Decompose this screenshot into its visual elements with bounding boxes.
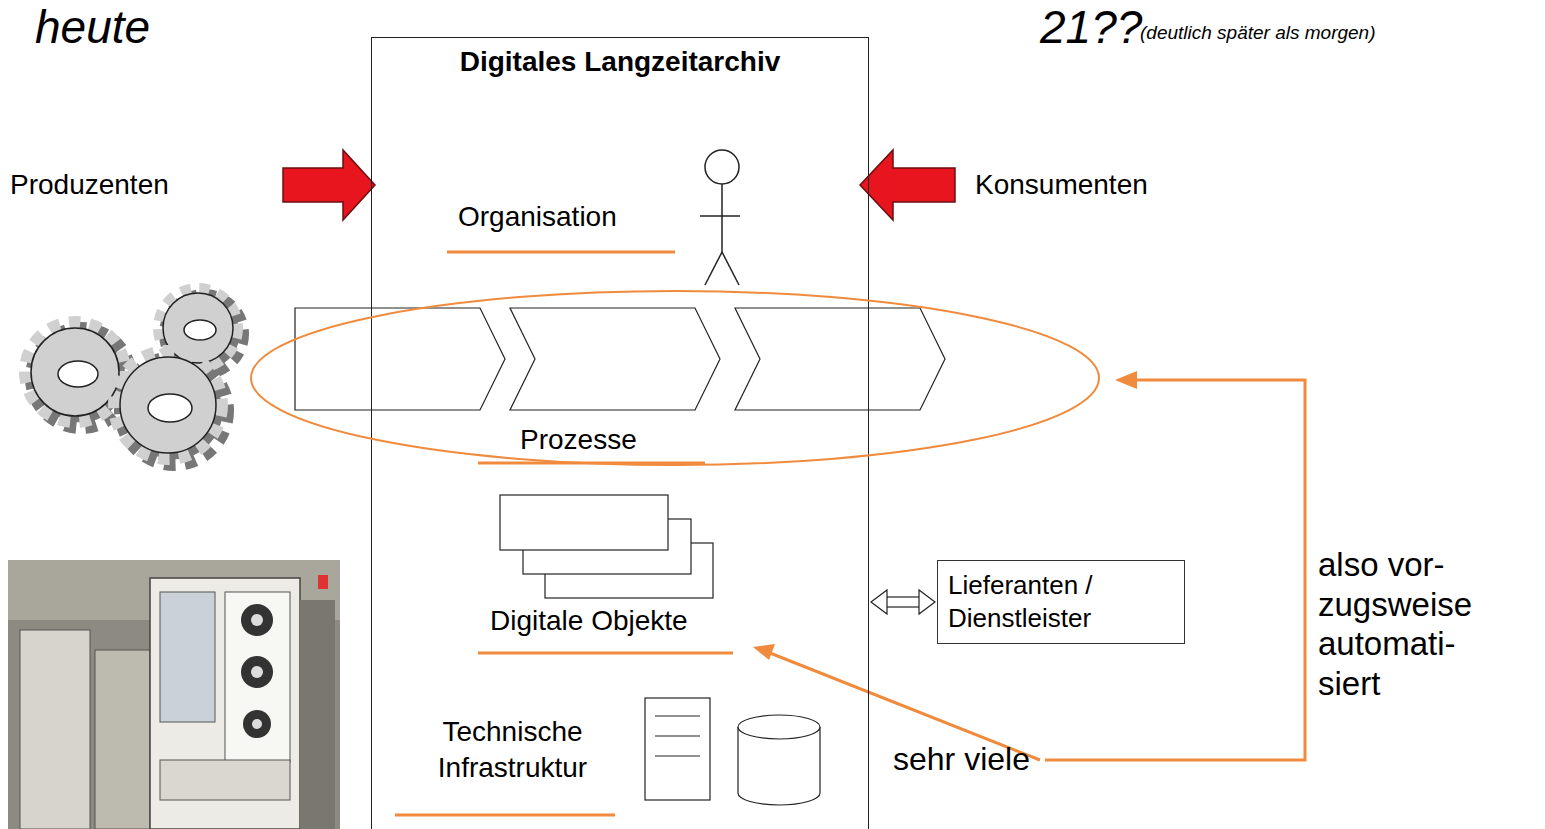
machine-photo bbox=[95, 650, 150, 829]
machine-photo bbox=[8, 560, 340, 829]
stick-figure bbox=[700, 215, 740, 217]
ellipse-outline bbox=[250, 290, 1100, 466]
machine-photo bbox=[241, 656, 273, 688]
stick-figure bbox=[721, 184, 723, 252]
orange-underlines bbox=[395, 814, 615, 817]
machine-photo bbox=[243, 710, 271, 738]
orange-underlines bbox=[395, 252, 733, 815]
component-label: Organisation bbox=[458, 200, 617, 234]
gears bbox=[31, 328, 119, 416]
server-icons bbox=[645, 698, 820, 805]
gears bbox=[184, 320, 216, 340]
server-icons bbox=[645, 698, 710, 800]
server-icons bbox=[655, 735, 700, 736]
gears bbox=[148, 394, 192, 422]
process-chevrons bbox=[295, 308, 945, 410]
double-arrow bbox=[887, 596, 919, 597]
machine-photo bbox=[241, 604, 273, 636]
gears bbox=[116, 353, 220, 457]
node-text: Prozesse bbox=[520, 424, 637, 456]
machine-photo bbox=[251, 614, 263, 626]
machine-photo bbox=[8, 560, 340, 829]
object-stack bbox=[500, 495, 668, 550]
orange-underlines bbox=[447, 251, 675, 254]
input-arrows bbox=[283, 150, 375, 220]
process-chevrons bbox=[510, 308, 720, 410]
input-arrows bbox=[283, 150, 955, 220]
double-arrow bbox=[887, 606, 919, 607]
gears bbox=[120, 357, 216, 453]
node-text: Digitales Langzeitarchiv bbox=[372, 46, 868, 78]
machine-photo bbox=[318, 575, 328, 589]
machine-photo bbox=[160, 592, 215, 722]
double-arrow bbox=[871, 590, 935, 614]
component-label: Technische Infrastruktur bbox=[405, 714, 620, 787]
process-ellipse: Prozesse bbox=[250, 290, 1100, 466]
machine-photo bbox=[300, 600, 335, 829]
machine-photo bbox=[160, 760, 290, 800]
stick-figure bbox=[705, 150, 739, 184]
note-label: also vor- zugsweise automati- siert bbox=[1318, 545, 1493, 703]
stick-figure bbox=[700, 150, 740, 285]
process-chevrons bbox=[735, 308, 945, 410]
double-arrow bbox=[919, 590, 935, 614]
stick-figure bbox=[722, 252, 739, 285]
machine-photo bbox=[225, 592, 290, 762]
supplier-box: Lieferanten / Dienstleister bbox=[937, 560, 1185, 644]
gears bbox=[58, 361, 98, 387]
process-chevrons bbox=[295, 308, 505, 410]
machine-photo bbox=[251, 666, 263, 678]
server-icons bbox=[655, 715, 700, 716]
actor-label: Konsumenten bbox=[975, 168, 1148, 202]
actor-label: Produzenten bbox=[10, 168, 169, 202]
time-label: heute bbox=[35, 0, 150, 55]
gears bbox=[27, 290, 242, 463]
note-label: sehr viele bbox=[893, 740, 1030, 778]
component-label: Digitale Objekte bbox=[490, 604, 688, 638]
orange-pointers bbox=[1115, 371, 1137, 389]
machine-photo bbox=[252, 719, 262, 729]
object-stack bbox=[500, 495, 713, 598]
input-arrows bbox=[860, 150, 955, 220]
orange-underlines bbox=[478, 652, 733, 655]
server-icons bbox=[738, 715, 820, 739]
time-note: (deutlich später als morgen) bbox=[1140, 22, 1376, 45]
ellipse-outline bbox=[251, 291, 1099, 465]
gears bbox=[27, 290, 236, 457]
orange-pointers bbox=[753, 371, 1305, 760]
double-arrow bbox=[871, 590, 887, 614]
machine-photo bbox=[150, 578, 300, 829]
time-label: 21?? bbox=[1040, 0, 1142, 55]
orange-pointers bbox=[753, 644, 775, 660]
node-text: Lieferanten / Dienstleister bbox=[948, 569, 1174, 634]
stick-figure bbox=[705, 252, 722, 285]
server-icons bbox=[655, 755, 700, 756]
machine-photo bbox=[20, 630, 90, 829]
